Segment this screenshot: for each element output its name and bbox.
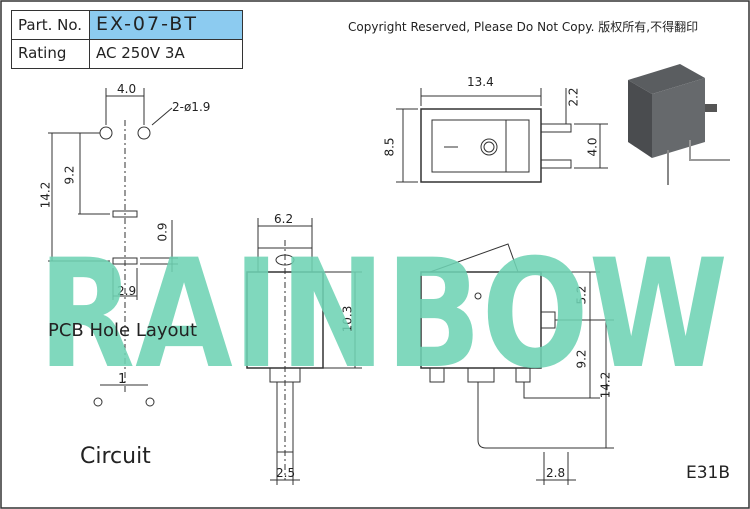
model-code: E31B — [686, 463, 731, 483]
product-3d-render — [628, 64, 730, 185]
pcb-layout-label: PCB Hole Layout — [48, 320, 198, 341]
dim-pcb-pitch: 4.0 — [117, 82, 137, 96]
dim-front-pin: 2.8 — [546, 466, 566, 480]
pcb-hole-layout-drawing — [48, 88, 178, 395]
rating-label: Rating — [18, 44, 67, 62]
circuit-label: Circuit — [80, 444, 151, 469]
part-info-table: Part. No. EX-07-BT Rating AC 250V 3A — [11, 10, 243, 69]
rating-value: AC 250V 3A — [96, 44, 185, 62]
dim-pcb-slot-width: 2.9 — [117, 284, 137, 298]
dim-top-width: 13.4 — [467, 75, 494, 89]
side-view-drawing — [246, 218, 362, 485]
dim-side-width: 6.2 — [274, 212, 294, 226]
copyright-notice: Copyright Reserved, Please Do Not Copy. … — [348, 20, 699, 34]
part-label: Part. No. — [18, 16, 83, 34]
dim-hole-spec: 2-ø1.9 — [172, 100, 211, 114]
front-view-drawing — [420, 243, 614, 485]
top-view-drawing — [396, 88, 608, 183]
watermark-text: RAINBOW — [38, 228, 728, 402]
part-number: EX-07-BT — [96, 13, 198, 35]
dim-side-pin: 2.5 — [276, 466, 296, 480]
circuit-pin-number: 1 — [118, 372, 127, 387]
circuit-drawing — [93, 384, 155, 407]
